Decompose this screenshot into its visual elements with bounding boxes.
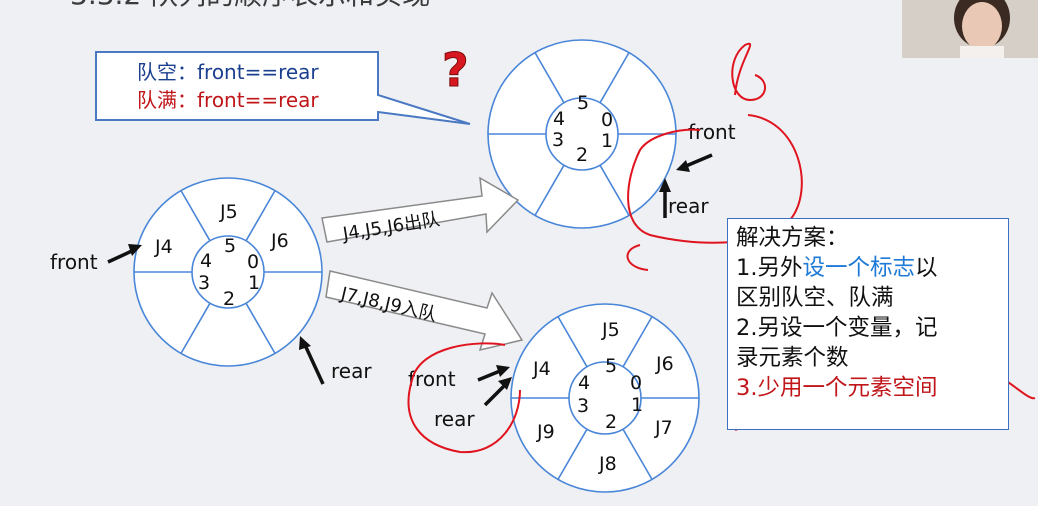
queue-bottom-element: J8 (598, 453, 617, 475)
queue-ring-inner (545, 97, 619, 171)
annotation-circle-bottom-front (407, 342, 521, 454)
callout-empty-condition: 队空：front==rear (137, 60, 319, 84)
queue-left: J4 J5 J6 0 1 2 3 4 5 front rear (50, 177, 372, 385)
queue-top-index: 1 (601, 130, 613, 152)
queue-top-index: 3 (552, 129, 564, 151)
queue-bottom-element: J9 (536, 421, 555, 443)
queue-ring-divider (557, 316, 588, 368)
queue-bottom-element: J4 (532, 358, 551, 380)
annotation-scribble-top (731, 42, 766, 102)
queue-bottom-index: 4 (578, 372, 590, 394)
queue-ring-divider (599, 52, 630, 104)
question-mark: ? (442, 43, 469, 97)
queue-bottom-front-arrowhead (496, 365, 510, 377)
queue-left-front-pointer (107, 248, 135, 264)
queue-left-index: 0 (247, 251, 259, 273)
queue-ring-inner (568, 361, 642, 435)
queue-left-element: J5 (219, 201, 238, 223)
queue-bottom-index: 5 (605, 355, 617, 377)
queue-top-index: 2 (576, 144, 588, 166)
queue-bottom-index: 1 (631, 394, 643, 416)
solution-line-1-part-a: 1.另外 (736, 255, 803, 281)
callout-full-condition: 队满：front==rear (137, 88, 319, 112)
queue-left-element: J4 (154, 236, 173, 258)
queue-bottom-rear-pointer (483, 383, 507, 407)
solution-line-2: 区别队空、队满 (736, 285, 894, 311)
queue-top-index: 5 (577, 92, 589, 114)
queue-left-element: J6 (270, 230, 289, 252)
queue-left-rear-arrowhead (299, 336, 311, 350)
queue-left-index: 4 (200, 250, 212, 272)
queue-ring-divider (599, 164, 630, 216)
queue-left-index: 2 (223, 288, 235, 310)
solution-line-5: 3.少用一个元素空间 (736, 375, 938, 401)
queue-top-front-pointer (685, 153, 713, 168)
dequeue-arrow: J4,J5,J6出队 (321, 176, 520, 245)
queue-ring-divider (180, 302, 211, 354)
solution-line-4: 录元素个数 (736, 345, 849, 371)
annotation-loop-top (626, 244, 649, 271)
queue-bottom-rear-label: rear (434, 407, 475, 431)
solution-line-3: 2.另设一个变量，记 (736, 315, 938, 341)
queue-top: 0 1 2 3 4 5 front rear (487, 39, 736, 229)
queue-ring-divider (557, 428, 588, 480)
enqueue-arrow: J7,J8,J9入队 (325, 270, 524, 352)
queue-left-front-arrowhead (128, 244, 142, 256)
solution-heading: 解决方案： (736, 225, 849, 251)
queue-top-front-arrowhead (676, 160, 690, 172)
queue-top-index: 0 (601, 109, 613, 131)
queue-left-index: 5 (224, 235, 236, 257)
queue-bottom-index: 2 (605, 411, 617, 433)
solution-box: 解决方案： 1.另外设一个标志以 区别队空、队满 2.另设一个变量，记 录元素个… (727, 218, 1009, 430)
queue-ring-divider (180, 190, 211, 242)
annotation-scribble-right-edge (1004, 379, 1036, 400)
solution-line-1: 1.另外设一个标志以 (736, 253, 1000, 283)
callout: 队空：front==rear 队满：front==rear (95, 51, 471, 125)
queue-ring-divider (245, 302, 276, 354)
queue-ring-divider (534, 164, 565, 216)
annotation-circle-top-rear (627, 114, 803, 244)
presenter-video-thumbnail (902, 0, 1038, 58)
queue-bottom-index: 0 (630, 372, 642, 394)
queue-bottom-front-pointer (477, 369, 501, 382)
queue-ring-divider (622, 428, 653, 480)
queue-bottom-rear-arrowhead (498, 377, 512, 390)
queue-bottom-element: J7 (654, 417, 673, 439)
queue-top-rear-arrowhead (659, 178, 671, 192)
solution-line-1-highlight: 设一个标志 (802, 255, 915, 281)
queue-left-rear-pointer (303, 344, 325, 385)
queue-ring-inner (191, 235, 265, 309)
solution-line-1-part-c: 以 (914, 255, 938, 281)
queue-top-front-label: front (688, 120, 736, 144)
queue-left-index: 3 (198, 272, 210, 294)
queue-bottom: J4 J5 J6 J7 J8 J9 0 1 2 3 4 5 front rear (408, 303, 700, 493)
queue-ring-divider (622, 316, 653, 368)
slide-title: 3.3.2 队列的顺序表示和实现 (70, 0, 430, 11)
queue-left-index: 1 (248, 272, 260, 294)
queue-ring-divider (245, 190, 276, 242)
queue-bottom-element: J5 (601, 319, 620, 341)
queue-left-front-label: front (50, 250, 98, 274)
queue-ring-divider (534, 52, 565, 104)
queue-top-rear-label: rear (668, 194, 709, 218)
queue-left-rear-label: rear (331, 359, 372, 383)
queue-bottom-element: J6 (655, 353, 674, 375)
queue-bottom-index: 3 (577, 395, 589, 417)
queue-top-index: 4 (553, 108, 565, 130)
